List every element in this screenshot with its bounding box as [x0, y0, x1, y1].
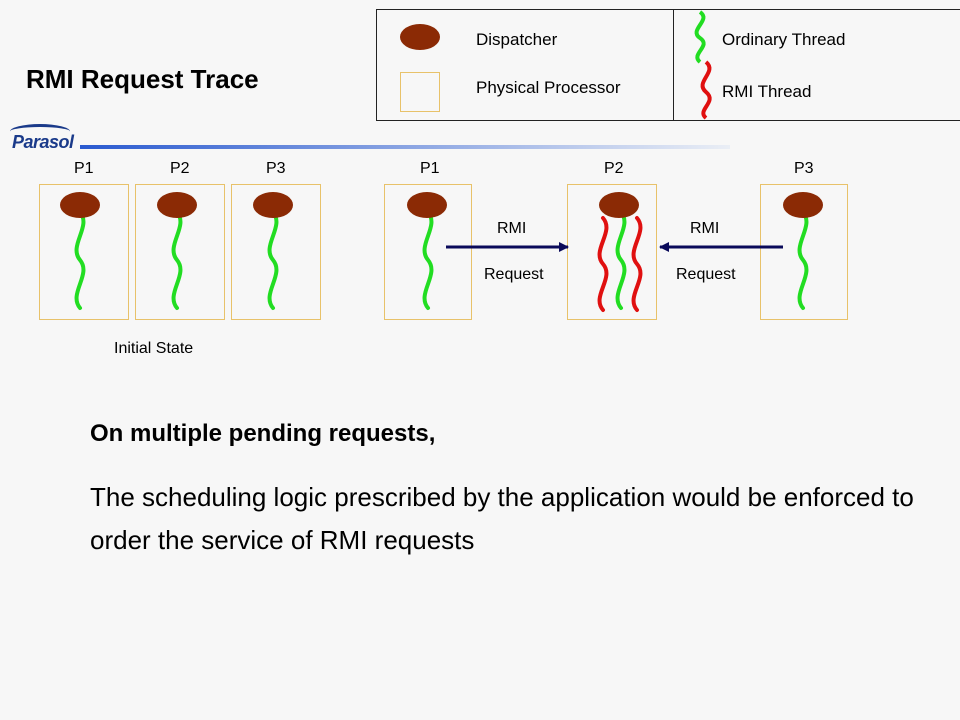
logo-swoosh-icon	[10, 124, 70, 139]
rmi-thread-after-p2-b	[631, 216, 643, 312]
ordinary-thread-initial-p2	[171, 210, 183, 310]
proc-label-initial-p2: P2	[170, 160, 190, 177]
legend-rmi-thread-icon	[700, 60, 712, 120]
rmi-arrow-left-label-2: Request	[484, 266, 544, 283]
legend-ordinary-thread-icon	[694, 10, 706, 64]
ordinary-thread-initial-p1	[74, 210, 86, 310]
legend-box	[376, 9, 960, 121]
rmi-arrow-right-label-2: Request	[676, 266, 736, 283]
dispatcher-initial-p2	[157, 192, 197, 218]
ordinary-thread-after-p3	[797, 210, 809, 310]
parasol-logo: Parasol	[10, 124, 74, 153]
dispatcher-after-p3	[783, 192, 823, 218]
body-paragraph: The scheduling logic prescribed by the a…	[90, 482, 914, 555]
ordinary-thread-after-p2	[615, 210, 627, 310]
proc-label-after-p2: P2	[604, 160, 624, 177]
legend-processor-label: Physical Processor	[476, 78, 621, 97]
rmi-arrow-left-label-1: RMI	[497, 220, 527, 237]
initial-state-label: Initial State	[114, 340, 194, 357]
dispatcher-initial-p1	[60, 192, 100, 218]
legend-dispatcher-label: Dispatcher	[476, 30, 558, 49]
dispatcher-legend-icon	[400, 24, 440, 50]
logo-underline	[80, 145, 730, 149]
legend-rmi-thread-label: RMI Thread	[722, 82, 812, 101]
dispatcher-initial-p3	[253, 192, 293, 218]
ordinary-thread-initial-p3	[267, 210, 279, 310]
proc-label-initial-p1: P1	[74, 160, 94, 177]
dispatcher-after-p1	[407, 192, 447, 218]
proc-label-initial-p3: P3	[266, 160, 286, 177]
ordinary-thread-after-p1	[422, 210, 434, 310]
rmi-thread-after-p2-a	[597, 216, 609, 312]
dispatcher-after-p2	[599, 192, 639, 218]
rmi-arrow-right-label-1: RMI	[690, 220, 720, 237]
legend-divider	[673, 9, 674, 120]
proc-label-after-p3: P3	[794, 160, 814, 177]
legend-ordinary-thread-label: Ordinary Thread	[722, 30, 846, 49]
body-heading: On multiple pending requests,	[90, 420, 436, 447]
proc-label-after-p1: P1	[420, 160, 440, 177]
processor-legend-icon	[400, 72, 440, 112]
page-title: RMI Request Trace	[26, 64, 259, 94]
